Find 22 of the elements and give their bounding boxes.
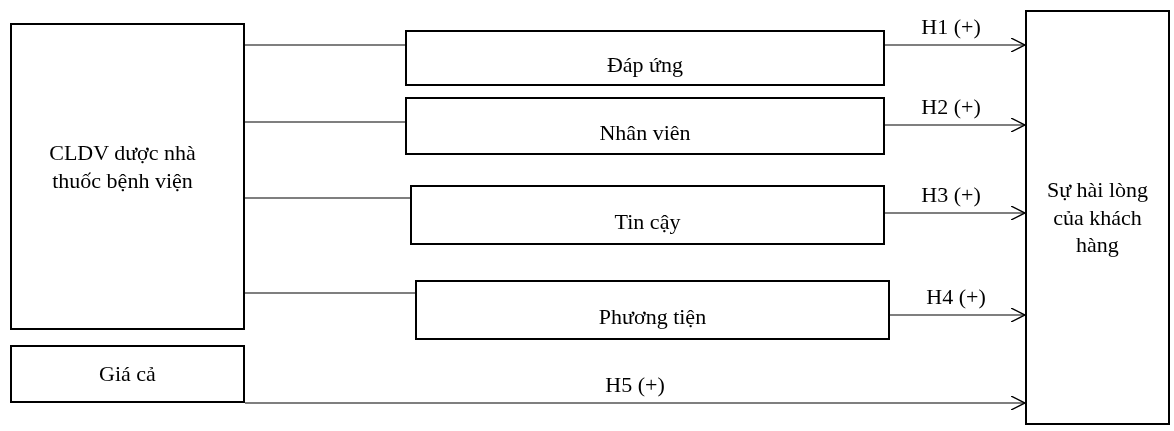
- arrow: [884, 205, 1026, 221]
- box-label: Sự hài lòng của khách hàng: [1045, 176, 1150, 259]
- process-box: [1025, 10, 1170, 425]
- process-box: [415, 280, 890, 340]
- arrow: [884, 117, 1026, 133]
- arrow: [244, 395, 1026, 411]
- process-box: [405, 97, 885, 155]
- box-label: Tin cậy: [614, 208, 681, 236]
- connector-line: [244, 121, 406, 123]
- box-label: Phương tiện: [598, 303, 707, 331]
- process-box: [405, 30, 885, 86]
- box-label: CLDV dược nhà thuốc bệnh viện: [48, 139, 197, 194]
- process-box: [10, 23, 245, 330]
- connector-line: [244, 197, 411, 199]
- connector-line: [244, 44, 406, 46]
- process-box: [10, 345, 245, 403]
- process-box: [410, 185, 885, 245]
- box-label: Nhân viên: [599, 119, 691, 147]
- arrow: [889, 307, 1026, 323]
- box-label: Đáp ứng: [606, 51, 684, 79]
- connector-line: [244, 292, 416, 294]
- box-label: Giá cả: [99, 360, 156, 388]
